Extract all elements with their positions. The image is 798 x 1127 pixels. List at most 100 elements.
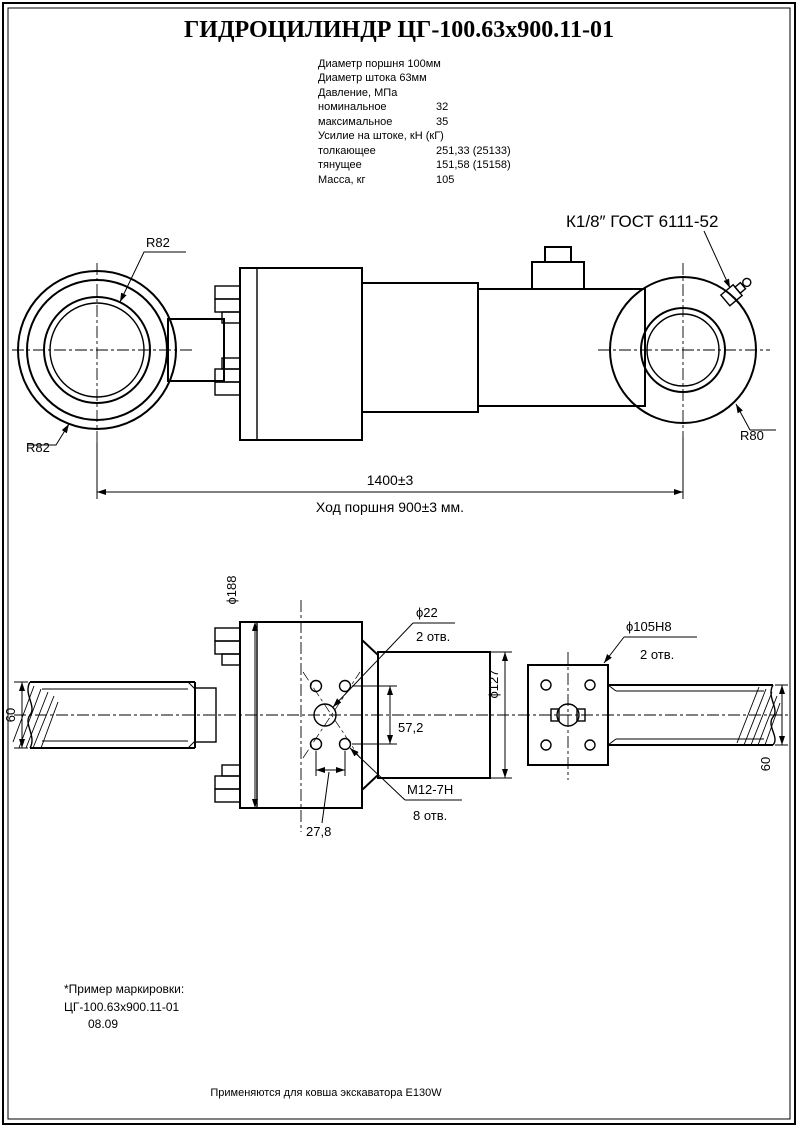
spec-label: Давление, МПа: [318, 87, 398, 99]
dimension-d188: ϕ188: [224, 576, 239, 605]
left-eye-bore-circle: [43, 296, 151, 404]
right-eye: [609, 276, 757, 424]
break-line: [770, 684, 776, 746]
chamfer-lines: [187, 681, 196, 749]
left-eye-ring-circle: [26, 279, 168, 421]
left-eye-outer-circle: [17, 270, 177, 430]
right-threaded-rod: [607, 684, 781, 746]
spec-label: толкающее: [318, 145, 376, 157]
dimension-1400: 1400±3: [367, 472, 414, 488]
bolt-head: [214, 298, 241, 313]
port-boss: [531, 246, 585, 290]
right-60-dimension: 60: [758, 684, 788, 771]
flange-keyway: [576, 708, 586, 722]
dim-572: 57,2: [352, 685, 423, 745]
m12-hole: [338, 679, 352, 693]
bolt-head: [214, 788, 241, 803]
length-dimension: 1400±3 Ход поршня 900±3 мм.: [96, 437, 684, 515]
centerlines: [12, 263, 770, 443]
dimension-60-left: 60: [3, 708, 18, 722]
leader-line: [603, 636, 625, 664]
d22-callout: ϕ22 2 отв.: [332, 605, 455, 708]
rod-collar: [194, 687, 217, 743]
left-60-dimension: 60: [3, 681, 28, 749]
extension-line: [315, 751, 346, 776]
gland-block-body: [239, 267, 363, 441]
bolt-hole-pattern: [309, 679, 352, 751]
spec-label: максимальное: [318, 116, 392, 128]
leader-line: [321, 771, 330, 824]
spec-label: тянущее: [318, 159, 362, 171]
thread-lines: [42, 688, 188, 742]
chamfer-lines: [607, 684, 617, 746]
break-line: [27, 681, 33, 749]
radius-label-r82-bottom: R82: [26, 440, 50, 455]
thread-lines: [616, 690, 764, 740]
d105-callout: ϕ105Н8 2 отв.: [603, 619, 697, 664]
tie-bolts-bottom: [214, 627, 241, 803]
left-eye-bore-inner-circle: [49, 302, 145, 398]
barrel-bottom-view: [377, 651, 491, 779]
top-view: К1/8″ ГОСТ 6111-52 R82 R82 R80 1400±3 Хо…: [12, 212, 776, 515]
grease-fitting: [719, 277, 752, 307]
spec-label: Диаметр штока 63мм: [318, 72, 427, 84]
spec-label: Диаметр поршня 100мм: [318, 58, 441, 70]
right-eye-outer-circle: [609, 276, 757, 424]
dimension-60-right: 60: [758, 757, 773, 771]
label-d22-holes: 2 отв.: [416, 629, 450, 644]
m12-hole: [309, 737, 323, 751]
rod-outline: [608, 684, 773, 746]
center-hole: [313, 703, 337, 727]
section-hatching: [12, 685, 59, 749]
port-boss-top: [544, 246, 572, 263]
spec-label: номинальное: [318, 101, 387, 113]
bolt-head: [214, 640, 241, 655]
r82-top-leader: [119, 251, 186, 303]
spec-value: 251,33 (25133): [436, 145, 511, 157]
bolt-head: [214, 285, 241, 300]
flange-center-hole: [556, 703, 580, 727]
right-eye-bore-inner-circle: [646, 313, 720, 387]
bolt-head: [214, 775, 241, 790]
flange-bolt-hole: [540, 679, 552, 691]
label-d105-holes: 2 отв.: [640, 647, 674, 662]
spec-value: 105: [436, 174, 454, 186]
extension-line: [490, 651, 512, 779]
r80-leader: [735, 403, 776, 431]
bottom-view: 60: [3, 576, 790, 839]
head-block-body: [239, 621, 363, 809]
page-title: ГИДРОЦИЛИНДР ЦГ-100.63х900.11-01: [184, 17, 614, 43]
bolt-head: [214, 381, 241, 396]
dimension-572: 57,2: [398, 720, 423, 735]
spec-label: Масса, кг: [318, 174, 365, 186]
cylinder-barrel: [361, 282, 479, 413]
bolt-washer: [221, 764, 241, 777]
flange-bolt-hole: [584, 679, 596, 691]
label-m12-holes: 8 отв.: [413, 808, 447, 823]
leader-line: [332, 622, 414, 708]
bolt-head: [214, 627, 241, 642]
radius-label-r82-top: R82: [146, 235, 170, 250]
bolt-washer: [221, 311, 241, 324]
flange-plate-body: [527, 664, 609, 766]
dimension-d127: ϕ127: [486, 670, 501, 699]
tie-bolts: [214, 285, 241, 396]
m12-hole: [338, 737, 352, 751]
dim-278: 27,8: [306, 751, 346, 839]
left-threaded-rod: [12, 681, 217, 749]
gost-leader-line: [703, 230, 731, 289]
application-note: Применяются для ковша экскаватора E130W: [210, 1087, 442, 1099]
right-eye-bore-circle: [640, 307, 726, 393]
rod-flange-plate: [527, 664, 609, 766]
left-eye: [17, 270, 177, 430]
gland-block: [214, 267, 363, 441]
label-d22: ϕ22: [416, 605, 438, 620]
port-boss-base: [531, 261, 585, 290]
sheet-border-inner: [7, 7, 791, 1120]
marking-line-2: ЦГ-100.63х900.11-01: [64, 1000, 180, 1014]
marking-note: *Пример маркировки: ЦГ-100.63х900.11-01 …: [64, 982, 184, 1031]
section-hatching: [736, 686, 781, 746]
